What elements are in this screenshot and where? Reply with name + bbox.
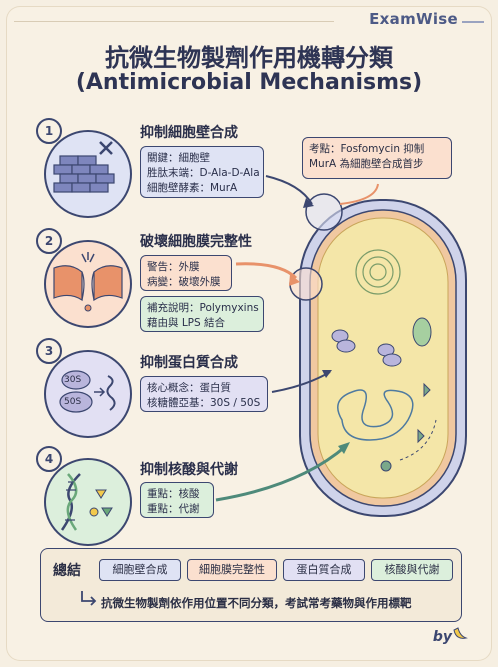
plasmid (412, 317, 432, 347)
note-line: 細胞壁酵素：MurA (147, 182, 238, 194)
metabolites (380, 382, 431, 472)
poster-title: 抗微生物製劑作用機轉分類 (105, 44, 393, 72)
note-line: 核糖體亞基：30S / 50S (147, 397, 261, 409)
damaged-membrane-icon (44, 240, 132, 328)
ribosome-50s-label: 50S (64, 397, 82, 407)
ribosomes (331, 329, 402, 367)
section-2-supplement: 補充說明：Polymyxins 藉由與 LPS 結合 (140, 296, 264, 332)
banana-icon (453, 627, 468, 639)
summary-label: 總結 (53, 563, 81, 579)
section-3-notes: 核心概念：蛋白質 核糖體亞基：30S / 50S (140, 376, 268, 412)
summary-tag-membrane: 細胞膜完整性 (187, 559, 277, 581)
dna-coil (337, 389, 414, 441)
brick-wall-icon (44, 130, 132, 218)
note-line: 藉由與 LPS 結合 (147, 317, 226, 329)
note-line: 補充說明：Polymyxins (147, 302, 259, 314)
note-line: 病變：破壞外膜 (147, 276, 221, 288)
section-1-notes: 關鍵：細胞壁 胜肽末端：D-Ala-D-Ala 細胞壁酵素：MurA (140, 146, 264, 198)
section-3-title: 抑制蛋白質合成 (140, 355, 238, 371)
section-1-title: 抑制細胞壁合成 (140, 125, 238, 141)
poster-subtitle: (Antimicrobial Mechanisms) (75, 70, 423, 95)
note-line: 核心概念：蛋白質 (147, 382, 231, 394)
tip-line: MurA 為細胞壁合成首步 (309, 158, 424, 170)
brand-divider (462, 21, 484, 23)
brand-logo: ExamWise (369, 10, 458, 28)
dna-icon (44, 458, 132, 546)
summary-tag-nucleic-acid: 核酸與代謝 (371, 559, 453, 581)
summary-tag-protein: 蛋白質合成 (283, 559, 365, 581)
note-line: 重點：代謝 (147, 503, 200, 515)
exam-tip-box: 考點：Fosfomycin 抑制 MurA 為細胞壁合成首步 (302, 137, 452, 179)
section-2-notes: 警告：外膜 病變：破壞外膜 (140, 255, 232, 291)
summary-tag-cell-wall: 細胞壁合成 (99, 559, 181, 581)
nucleoid (355, 249, 401, 295)
section-2-number: 2 (36, 228, 62, 254)
cell-wall-target (305, 193, 343, 231)
note-line: 重點：核酸 (147, 488, 200, 500)
ribosome-30s-label: 30S (64, 375, 82, 385)
note-line: 警告：外膜 (147, 261, 200, 273)
header-divider (14, 21, 334, 22)
credit-text: by (432, 629, 452, 645)
section-2-title: 破壞細胞膜完整性 (140, 234, 252, 250)
note-line: 胜肽末端：D-Ala-D-Ala (147, 167, 260, 179)
section-1-number: 1 (36, 118, 62, 144)
membrane-target (289, 267, 323, 301)
tip-line: 考點：Fosfomycin 抑制 (309, 143, 425, 155)
note-line: 關鍵：細胞壁 (147, 152, 210, 164)
section-3-number: 3 (36, 338, 62, 364)
section-4-notes: 重點：核酸 重點：代謝 (140, 482, 214, 518)
summary-panel: 總結 細胞壁合成 細胞膜完整性 蛋白質合成 核酸與代謝 抗微生物製劑依作用位置不… (40, 548, 462, 622)
summary-note: 抗微生物製劑依作用位置不同分類，考試常考藥物與作用標靶 (101, 596, 412, 610)
turn-arrow-icon (81, 591, 97, 606)
section-4-number: 4 (36, 446, 62, 472)
ribosome-icon: 30S 50S (44, 350, 132, 438)
section-4-title: 抑制核酸與代謝 (140, 462, 238, 478)
